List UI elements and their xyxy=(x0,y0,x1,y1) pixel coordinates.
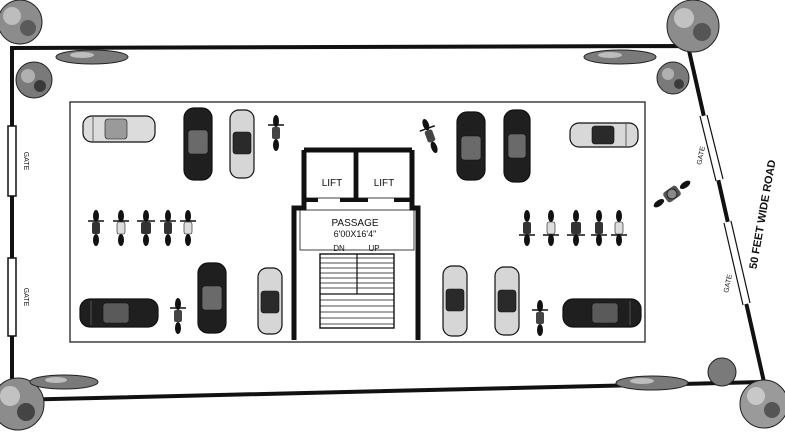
tree-topright xyxy=(656,0,720,95)
gate-right-lower xyxy=(724,221,749,305)
car-h-topleft xyxy=(82,115,156,143)
lift-label-right: LIFT xyxy=(374,178,395,189)
lift-shaft-left xyxy=(305,151,355,199)
bike-row-left xyxy=(88,210,196,246)
car-v-6 xyxy=(257,267,283,335)
bike-top-left xyxy=(268,115,284,151)
tree-topleft xyxy=(0,0,53,99)
lift-label-left: LIFT xyxy=(322,178,343,189)
car-v-8 xyxy=(494,266,520,336)
hedge-bottom-right xyxy=(615,375,689,391)
car-v-4 xyxy=(503,109,531,183)
bike-bottom-right xyxy=(532,300,548,336)
hedge-top-right xyxy=(583,49,657,65)
car-v-1 xyxy=(183,107,213,181)
tree-bottomleft xyxy=(0,377,45,431)
gate-label-left-lower: GATE xyxy=(22,288,29,307)
staircase xyxy=(319,253,395,329)
gate-right-upper xyxy=(700,115,722,181)
car-v-5 xyxy=(197,262,227,334)
hedge-top-left xyxy=(55,49,129,65)
car-v-2 xyxy=(229,109,255,179)
gate-left-upper xyxy=(7,125,17,197)
car-h-topright xyxy=(569,122,639,148)
bike-top-right xyxy=(419,118,438,154)
lift-shaft-right xyxy=(357,151,411,199)
passage-size-label: 6'00X16'4" xyxy=(334,229,377,239)
car-v-3 xyxy=(456,111,486,181)
gate-label-left-upper: GATE xyxy=(22,152,29,171)
gate-label-right-lower: GATE xyxy=(723,274,734,294)
passage-label: PASSAGE xyxy=(331,218,378,229)
gate-label-right-upper: GATE xyxy=(696,146,707,166)
bike-row-right xyxy=(519,210,627,246)
stair-up-label: UP xyxy=(368,244,379,253)
road-label: 50 FEET WIDE ROAD xyxy=(748,159,779,270)
bike-rider-entering xyxy=(653,180,691,208)
parking-area-outline xyxy=(69,101,646,343)
car-v-7 xyxy=(442,265,468,337)
stair-down-label: DN xyxy=(333,244,345,253)
passage-area xyxy=(299,209,415,251)
tree-bottomright xyxy=(707,357,785,429)
car-h-bottomleft xyxy=(79,298,159,328)
gate-left-lower xyxy=(7,257,17,337)
central-core xyxy=(291,147,421,340)
bike-bottom-left xyxy=(170,298,186,334)
hedge-bottom-left xyxy=(29,374,99,390)
car-h-bottomright xyxy=(562,298,642,328)
